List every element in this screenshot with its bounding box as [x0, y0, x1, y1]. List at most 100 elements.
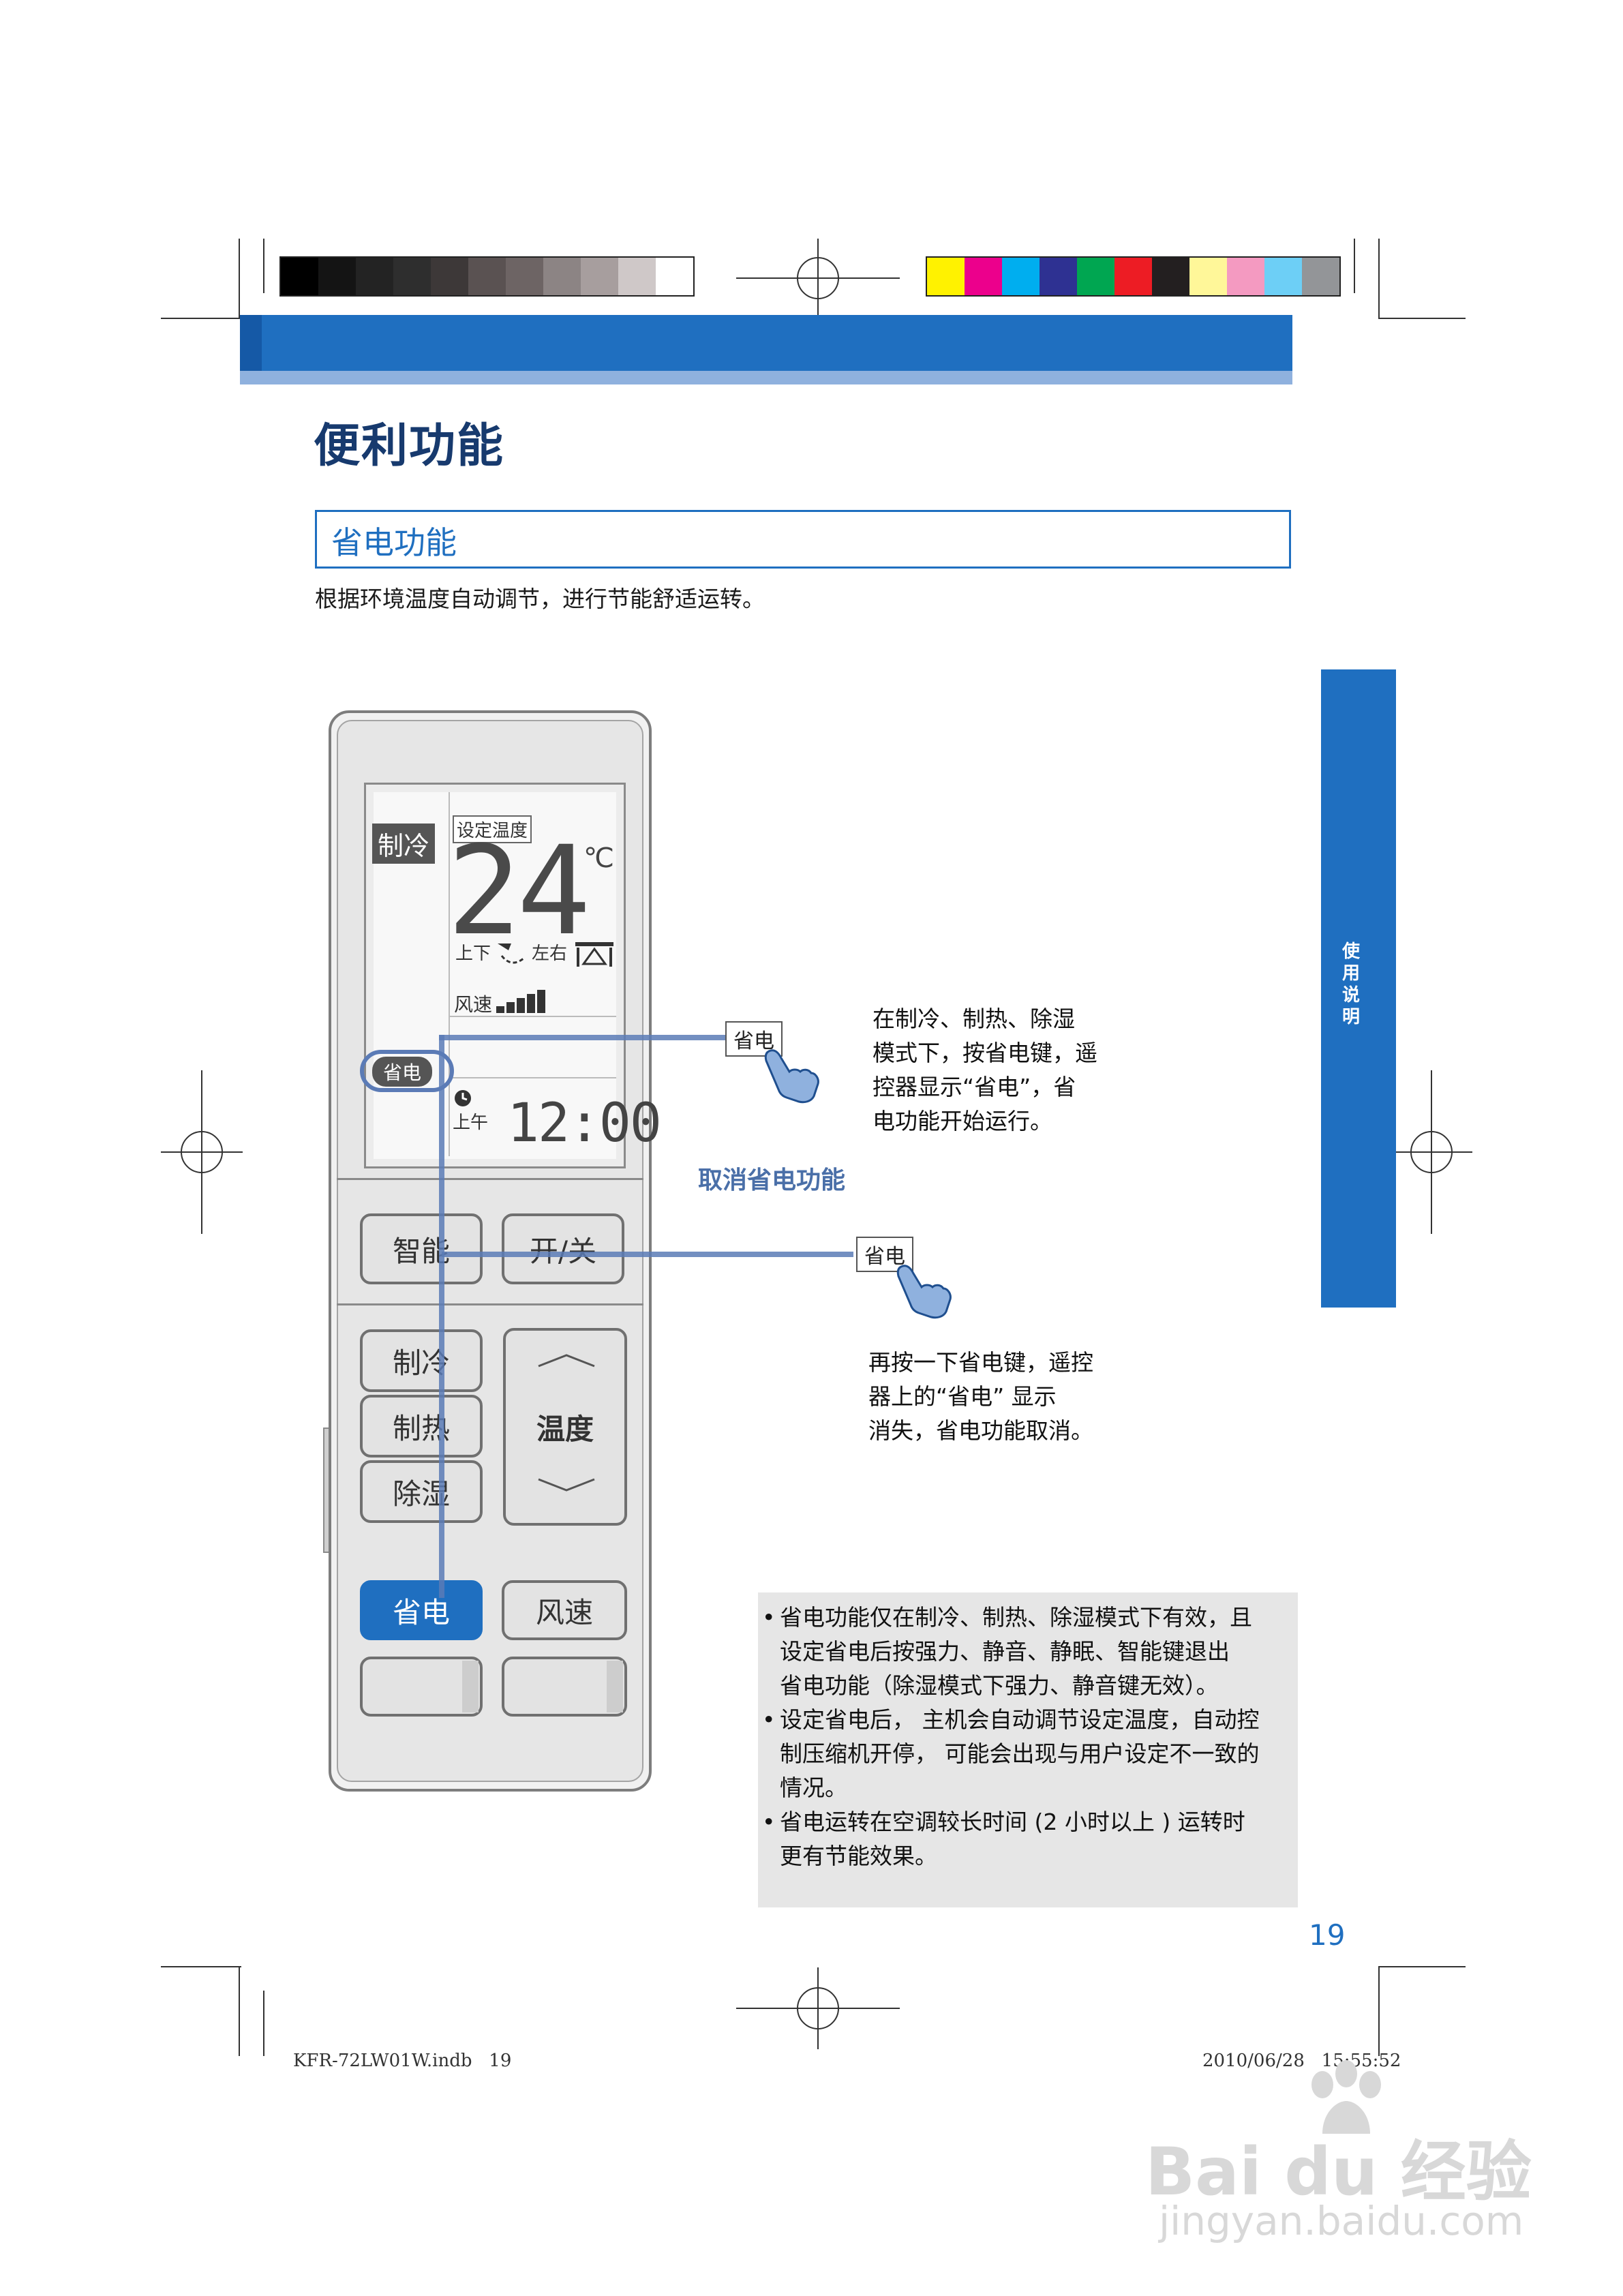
- instruction-line: 消失，省电功能取消。: [868, 1417, 1093, 1444]
- section-title-box: [315, 510, 1291, 569]
- path-line: [439, 1035, 727, 1040]
- gray-swatch: [318, 258, 356, 295]
- button-shade: [462, 1661, 479, 1712]
- color-swatch: [1264, 258, 1302, 295]
- side-tab-label: 使用说明: [1337, 941, 1365, 1028]
- color-swatch: [1302, 258, 1339, 295]
- fan-speed-bar: [506, 1002, 515, 1013]
- crop-mark: [263, 239, 264, 293]
- lcd-divider: [450, 1016, 616, 1017]
- path-line: [442, 1252, 853, 1257]
- header-bar-edge: [240, 315, 262, 371]
- gray-swatch: [618, 258, 656, 295]
- gray-calibration-bar: [279, 256, 695, 297]
- gray-swatch: [393, 258, 431, 295]
- footer-file: KFR-72LW01W.indb 19: [293, 2051, 512, 2071]
- temperature-down-icon[interactable]: [537, 1477, 596, 1493]
- registration-target-icon: [161, 1070, 243, 1234]
- registration-target-icon: [1391, 1070, 1472, 1234]
- lcd-time: 12:00: [507, 1093, 662, 1154]
- swing-vertical-icon: [498, 943, 524, 964]
- blank-button-right[interactable]: [502, 1657, 627, 1717]
- gray-swatch: [356, 258, 393, 295]
- crop-mark: [239, 239, 240, 319]
- note-item: •设定省电后， 主机会自动调节设定温度，自动控制压缩机开停， 可能会出现与用户设…: [762, 1703, 1294, 1805]
- on-off-button[interactable]: 开/关: [502, 1213, 624, 1284]
- lcd-mode: 制冷: [372, 824, 436, 864]
- note-line: 设定省电后按强力、静音、静眠、智能键退出: [780, 1638, 1230, 1665]
- lcd-divider: [450, 1077, 616, 1078]
- crop-mark: [239, 1967, 240, 2056]
- note-item: •省电功能仅在制冷、制热、除湿模式下有效，且设定省电后按强力、静音、静眠、智能键…: [762, 1601, 1294, 1703]
- note-line: 省电功能仅在制冷、制热、除湿模式下有效，且: [780, 1604, 1252, 1631]
- side-tab: [1321, 669, 1396, 1308]
- color-swatch: [1002, 258, 1040, 295]
- color-swatch: [1227, 258, 1264, 295]
- instruction-line: 在制冷、制热、除湿: [873, 1006, 1075, 1032]
- lcd-set-temp-label: 设定温度: [453, 815, 532, 843]
- side-tab-char: 明: [1341, 1007, 1360, 1027]
- note-bullet: •: [762, 1809, 776, 1835]
- intro-text: 根据环境温度自动调节，进行节能舒适运转。: [315, 586, 765, 612]
- remote-panel-line: [337, 1178, 643, 1180]
- lcd-swing-up-down: 上下: [455, 943, 491, 964]
- crop-mark: [263, 1991, 264, 2056]
- crop-mark: [1378, 1967, 1380, 2056]
- temperature-rocker[interactable]: 温度: [503, 1328, 627, 1526]
- power-saving-button[interactable]: 省电: [360, 1580, 483, 1640]
- fan-speed-bar: [517, 998, 525, 1013]
- smart-button[interactable]: 智能: [360, 1213, 483, 1284]
- fan-speed-button[interactable]: 风速: [502, 1580, 627, 1640]
- header-underline: [240, 371, 1292, 384]
- color-swatch: [1040, 258, 1077, 295]
- gray-swatch: [506, 258, 543, 295]
- registration-target-icon: [736, 1967, 900, 2049]
- crop-mark: [1378, 239, 1380, 319]
- gray-swatch: [656, 258, 693, 295]
- color-calibration-bar: [926, 256, 1341, 297]
- note-bullet: •: [762, 1604, 776, 1631]
- instruction-line: 模式下，按省电键，遥: [873, 1040, 1097, 1066]
- notes-list: •省电功能仅在制冷、制热、除湿模式下有效，且设定省电后按强力、静音、静眠、智能键…: [762, 1601, 1294, 1873]
- instruction-line: 控器显示“省电”，省: [873, 1074, 1076, 1100]
- side-tab-char: 说: [1341, 985, 1360, 1006]
- lcd-temperature: 24: [447, 820, 591, 963]
- fan-speed-bar: [537, 990, 545, 1013]
- lcd-swing-left-right: 左右: [532, 943, 568, 964]
- swing-horizontal-icon: [575, 942, 613, 967]
- instruction-line: 再按一下省电键，遥控: [868, 1349, 1093, 1376]
- note-line: 更有节能效果。: [780, 1843, 937, 1869]
- temperature-button-label: 温度: [536, 1412, 594, 1446]
- crop-mark: [1354, 239, 1355, 293]
- crop-mark: [161, 318, 241, 319]
- temperature-up-icon[interactable]: [537, 1353, 596, 1369]
- lcd-fan-speed-label: 风速: [454, 993, 493, 1016]
- path-line: [439, 1035, 444, 1598]
- notes-box: [758, 1592, 1298, 1907]
- watermark-brand: Bai du 经验: [1145, 2134, 1532, 2210]
- page-number: 19: [1309, 1918, 1346, 1952]
- header-bar: [240, 315, 1292, 371]
- dry-button[interactable]: 除湿: [360, 1460, 483, 1523]
- lcd-divider: [449, 792, 450, 1156]
- baidu-paw-icon: [1311, 2060, 1381, 2134]
- lcd-am-pm: 上午: [453, 1113, 489, 1133]
- heat-button[interactable]: 制热: [360, 1395, 483, 1457]
- section-title: 省电功能: [331, 524, 457, 561]
- crop-mark: [161, 1966, 241, 1967]
- color-swatch: [1114, 258, 1152, 295]
- note-line: 制压缩机开停， 可能会出现与用户设定不一致的: [780, 1740, 1260, 1767]
- instruction-line: 器上的“省电” 显示: [868, 1383, 1057, 1410]
- note-item: •省电运转在空调较长时间 (2 小时以上 ) 运转时更有节能效果。: [762, 1805, 1294, 1873]
- watermark-url: jingyan.baidu.com: [1159, 2198, 1524, 2244]
- crop-mark: [1378, 1966, 1466, 1967]
- color-swatch: [1189, 258, 1227, 295]
- color-swatch: [1077, 258, 1114, 295]
- cancel-heading: 取消省电功能: [698, 1166, 846, 1194]
- cool-button[interactable]: 制冷: [360, 1329, 483, 1392]
- note-line: 省电功能（除湿模式下强力、静音键无效）。: [780, 1672, 1219, 1699]
- fan-speed-indicator: [496, 990, 548, 1013]
- color-swatch: [927, 258, 965, 295]
- note-line: 省电运转在空调较长时间 (2 小时以上 ) 运转时: [780, 1809, 1245, 1835]
- side-tab-char: 用: [1341, 963, 1360, 984]
